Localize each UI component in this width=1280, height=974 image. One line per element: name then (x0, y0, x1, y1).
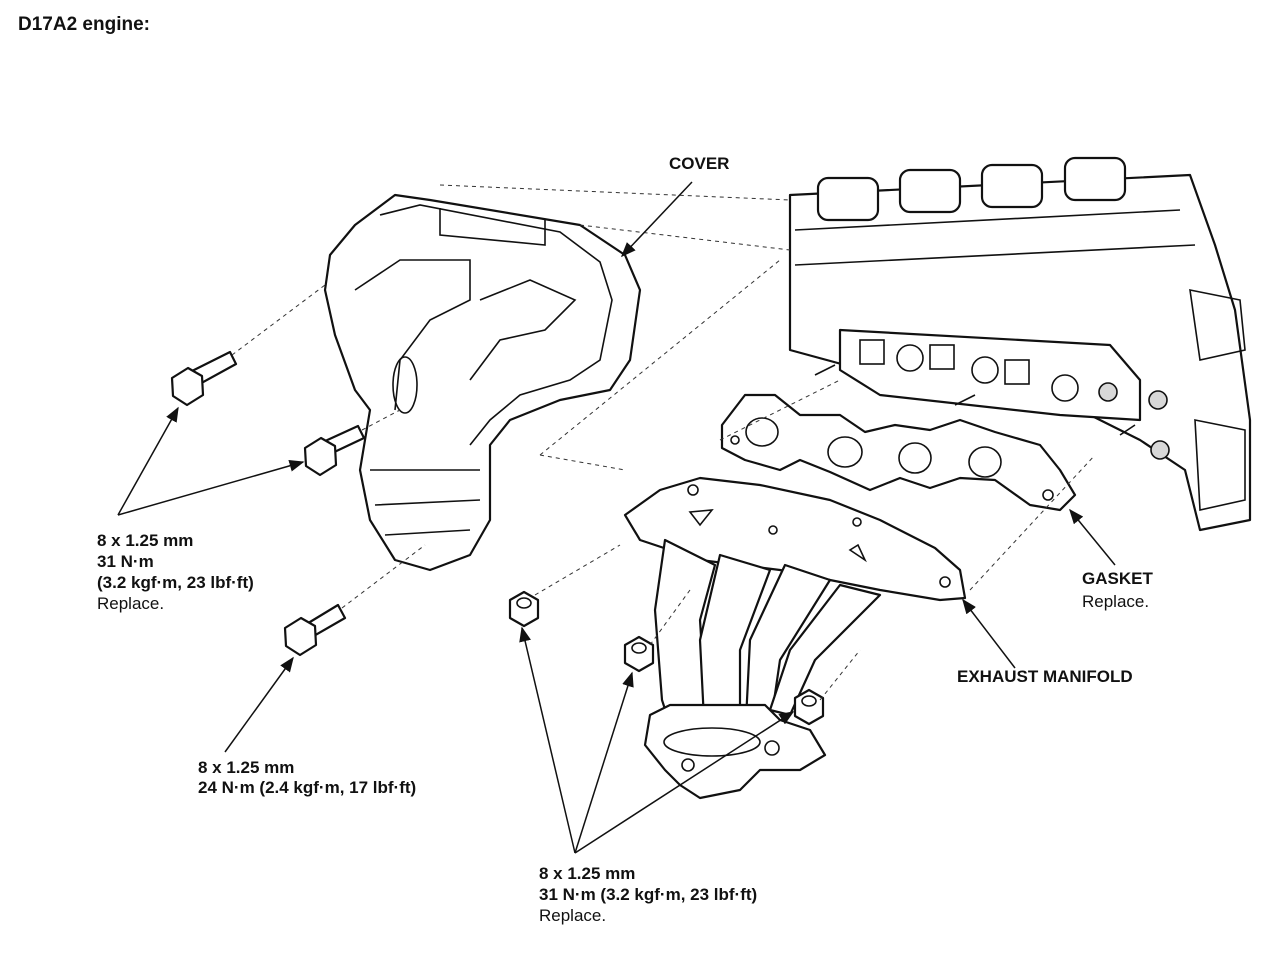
cover-bolts-size: 8 x 1.25 mm (97, 531, 194, 550)
manifold-nuts-note: Replace. (539, 906, 607, 925)
nut-manifold-left (508, 590, 540, 628)
manifold-nuts-size: 8 x 1.25 mm (539, 864, 636, 883)
cover-bolts-note: Replace. (97, 594, 165, 613)
ignition-coils (816, 156, 1127, 222)
stud-nut (1098, 382, 1118, 402)
cover-bolts-torque-alt: (3.2 kgf·m, 23 lbf·ft) (97, 573, 254, 592)
stud-nut (1148, 390, 1168, 410)
nut-manifold-middle (623, 635, 655, 673)
assembly-alignment-lines (231, 184, 1096, 701)
gasket-note: Replace. (1082, 592, 1150, 611)
lower-bolt-size: 8 x 1.25 mm (198, 758, 295, 777)
leader-arrows (117, 181, 1116, 854)
nut-manifold-right (793, 688, 825, 726)
gasket (720, 393, 1077, 512)
heat-cover (323, 193, 642, 572)
bolt-cover-upper (170, 350, 238, 407)
head-gasket-face (838, 328, 1142, 422)
diagram-title: D17A2 engine: (18, 14, 150, 35)
bolt-lower (283, 603, 347, 657)
cover-bolts-torque: 31 N·m (97, 552, 154, 571)
lower-bolt-torque: 24 N·m (2.4 kgf·m, 17 lbf·ft) (198, 778, 417, 797)
cylinder-head (788, 156, 1252, 532)
gasket-label: GASKET (1082, 569, 1153, 588)
bolt-cover-middle (303, 424, 366, 477)
exhaust-manifold-label: EXHAUST MANIFOLD (957, 667, 1133, 686)
cover-label: COVER (669, 154, 730, 173)
head-ports (859, 339, 1079, 402)
stud-nut (1150, 440, 1170, 460)
manifold-nuts-torque: 31 N·m (3.2 kgf·m, 23 lbf·ft) (539, 885, 758, 904)
exhaust-manifold (623, 476, 967, 800)
